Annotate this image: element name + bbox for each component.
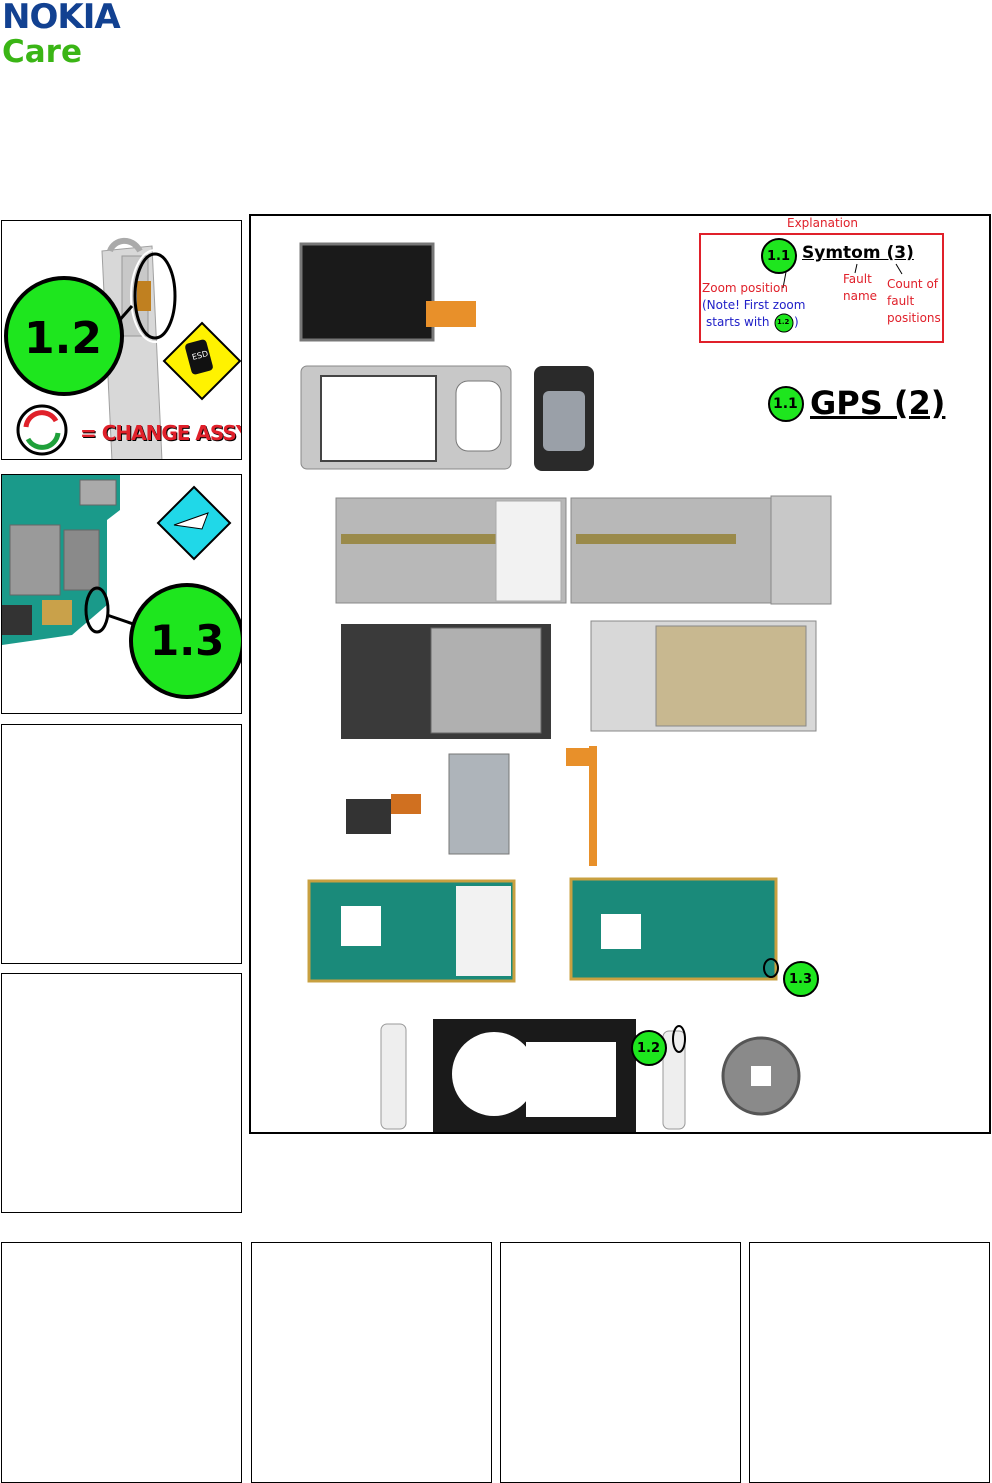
- legend-title: Explanation: [787, 216, 858, 230]
- legend-count-2: fault: [887, 294, 915, 308]
- legend-note-badge: 1.2: [777, 318, 790, 326]
- callout-1-3: 1.3: [789, 972, 813, 987]
- zoom-image-2: [2, 475, 241, 713]
- zoom-box-7: [500, 1242, 741, 1483]
- zoom-box-1: 1.2 ESD = CHANGE ASSY: [1, 220, 242, 460]
- exploded-view-panel: Explanation 1.1 Symtom (3) Zoom position…: [249, 214, 991, 1134]
- legend-count-3: positions: [887, 311, 941, 325]
- legend-note-line2: starts with: [706, 315, 770, 329]
- change-assy-label: = CHANGE ASSY: [80, 421, 242, 445]
- zoom-box-2: 1.3: [1, 474, 242, 714]
- callout-1-2: 1.2: [637, 1041, 661, 1056]
- legend-count-1: Count of: [887, 277, 939, 291]
- esd-warning-icon: [162, 321, 241, 401]
- zoom-box-6: [251, 1242, 492, 1483]
- zoom-box-3: [1, 724, 242, 964]
- handling-warning-icon: [156, 485, 232, 561]
- legend-note-close: ): [794, 315, 799, 329]
- zoom-badge-1-3: [129, 583, 241, 699]
- brand-name: NOKIA: [2, 0, 121, 37]
- zoom-badge-1-3-label: 1.3: [150, 616, 225, 665]
- zoom-box-4: [1, 973, 242, 1213]
- nokia-care-logo: NOKIA Care: [2, 0, 121, 70]
- zoom-box-8: [749, 1242, 990, 1483]
- legend-note-line1: (Note! First zoom: [702, 298, 806, 312]
- fault-title: GPS (2): [810, 384, 946, 422]
- change-assy-icon: [16, 404, 68, 456]
- legend-fault-name-1: Fault: [843, 272, 872, 286]
- zoom-box-5: [1, 1242, 242, 1483]
- zoom-badge-1-2: [4, 276, 124, 396]
- fault-badge: 1.1: [773, 396, 798, 412]
- zoom-image-1: [2, 221, 241, 459]
- legend-fault-name-2: name: [843, 289, 878, 303]
- exploded-view-image: [299, 233, 944, 1132]
- legend-example-badge: 1.1: [767, 249, 791, 264]
- legend-zoom-position: Zoom position: [702, 281, 788, 295]
- legend-example-symptom: Symtom (3): [802, 243, 914, 263]
- zoom-badge-1-2-label: 1.2: [24, 313, 102, 364]
- brand-sub: Care: [2, 34, 82, 70]
